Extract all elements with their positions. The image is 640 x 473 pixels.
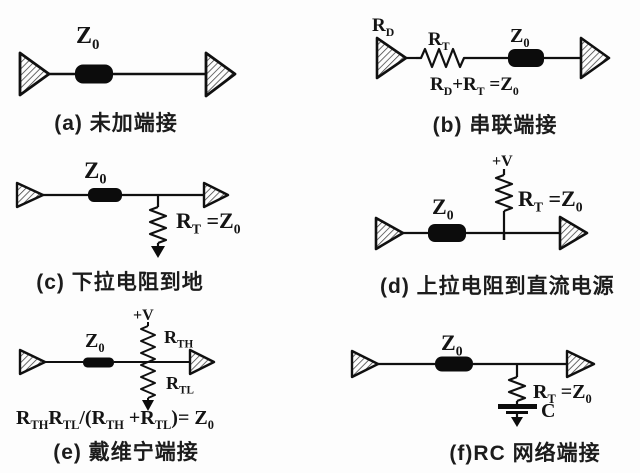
- ground-arrow-icon: [142, 400, 154, 411]
- vplus-label: +V: [133, 307, 154, 324]
- series-formula: RD+RT =Z0: [430, 74, 519, 98]
- receiver-buffer-icon: [558, 215, 589, 251]
- z0-label: Z0: [441, 330, 463, 359]
- ground-arrow-icon: [151, 246, 165, 258]
- z0-label: Z0: [85, 330, 105, 355]
- caption-b: (b) 串联端接: [432, 114, 558, 137]
- resistor-bottom-icon: [140, 361, 156, 399]
- receiver-buffer-icon: [579, 36, 611, 80]
- ground-arrow-icon: [511, 417, 523, 427]
- rt-equals-z0-label: RT =Z0: [518, 186, 583, 215]
- transmission-line-icon: [83, 357, 114, 368]
- caption-c: (c) 下拉电阻到地: [36, 271, 204, 294]
- z0-label: Z0: [76, 23, 100, 53]
- driver-buffer-icon: [350, 349, 380, 379]
- driver-buffer-icon: [374, 216, 405, 251]
- thevenin-formula: RTHRTL/(RTH +RTL)= Z0: [16, 407, 214, 432]
- driver-buffer-icon: [18, 348, 47, 376]
- z0-label: Z0: [432, 194, 454, 223]
- circuit-b: [375, 36, 611, 80]
- capacitor-label: C: [541, 400, 556, 422]
- vplus-label: +V: [492, 153, 513, 170]
- transmission-line-icon: [508, 49, 544, 67]
- transmission-line-icon: [88, 188, 122, 202]
- rd-label: RD: [372, 15, 395, 39]
- circuit-c: [15, 181, 230, 258]
- circuit-e: [18, 322, 216, 411]
- rth-label: RTH: [164, 327, 194, 351]
- panel-a: Z0 (a) 未加端接: [0, 0, 320, 150]
- receiver-buffer-icon: [204, 51, 237, 98]
- z0-label: Z0: [510, 25, 530, 50]
- resistor-top-icon: [140, 325, 156, 363]
- resistor-icon: [494, 173, 514, 213]
- circuit-a: [18, 51, 237, 98]
- rt-equals-z0-label: RT =Z0: [176, 208, 241, 237]
- rtl-label: RTL: [166, 373, 194, 397]
- panel-f: Z0 RT =Z0 C (f)RC 网络端接: [320, 300, 640, 473]
- resistor-icon: [148, 205, 168, 245]
- panel-e: +V Z0 RTH RTL RTHRTL/(RTH +RTL)= Z0 (e) …: [0, 300, 320, 473]
- caption-e: (e) 戴维宁端接: [53, 441, 199, 464]
- panel-d: +V Z0 RT =Z0 (d) 上拉电阻到直流电源: [320, 150, 640, 300]
- resistor-icon: [507, 375, 527, 403]
- transmission-line-icon: [435, 356, 473, 372]
- transmission-line-icon: [428, 224, 466, 242]
- circuit-d: [374, 169, 589, 251]
- capacitor-icon: [498, 404, 537, 414]
- resistor-icon: [416, 47, 469, 69]
- receiver-buffer-icon: [188, 348, 216, 376]
- receiver-buffer-icon: [565, 349, 596, 379]
- driver-buffer-icon: [18, 51, 51, 97]
- rt-label: RT: [428, 29, 450, 53]
- rt-equals-z0-label: RT =Z0: [533, 381, 592, 406]
- driver-buffer-icon: [375, 36, 408, 80]
- z0-label: Z0: [84, 158, 107, 188]
- driver-buffer-icon: [15, 181, 45, 209]
- caption-d: (d) 上拉电阻到直流电源: [380, 275, 615, 298]
- circuit-f: [350, 349, 596, 427]
- transmission-line-icon: [75, 64, 113, 84]
- receiver-buffer-icon: [202, 181, 230, 209]
- caption-f: (f)RC 网络端接: [449, 442, 601, 465]
- panel-b: RD RT Z0 RD+RT =Z0 (b) 串联端接: [320, 0, 640, 150]
- caption-a: (a) 未加端接: [54, 112, 178, 135]
- panel-c: Z0 RT =Z0 (c) 下拉电阻到地: [0, 150, 320, 300]
